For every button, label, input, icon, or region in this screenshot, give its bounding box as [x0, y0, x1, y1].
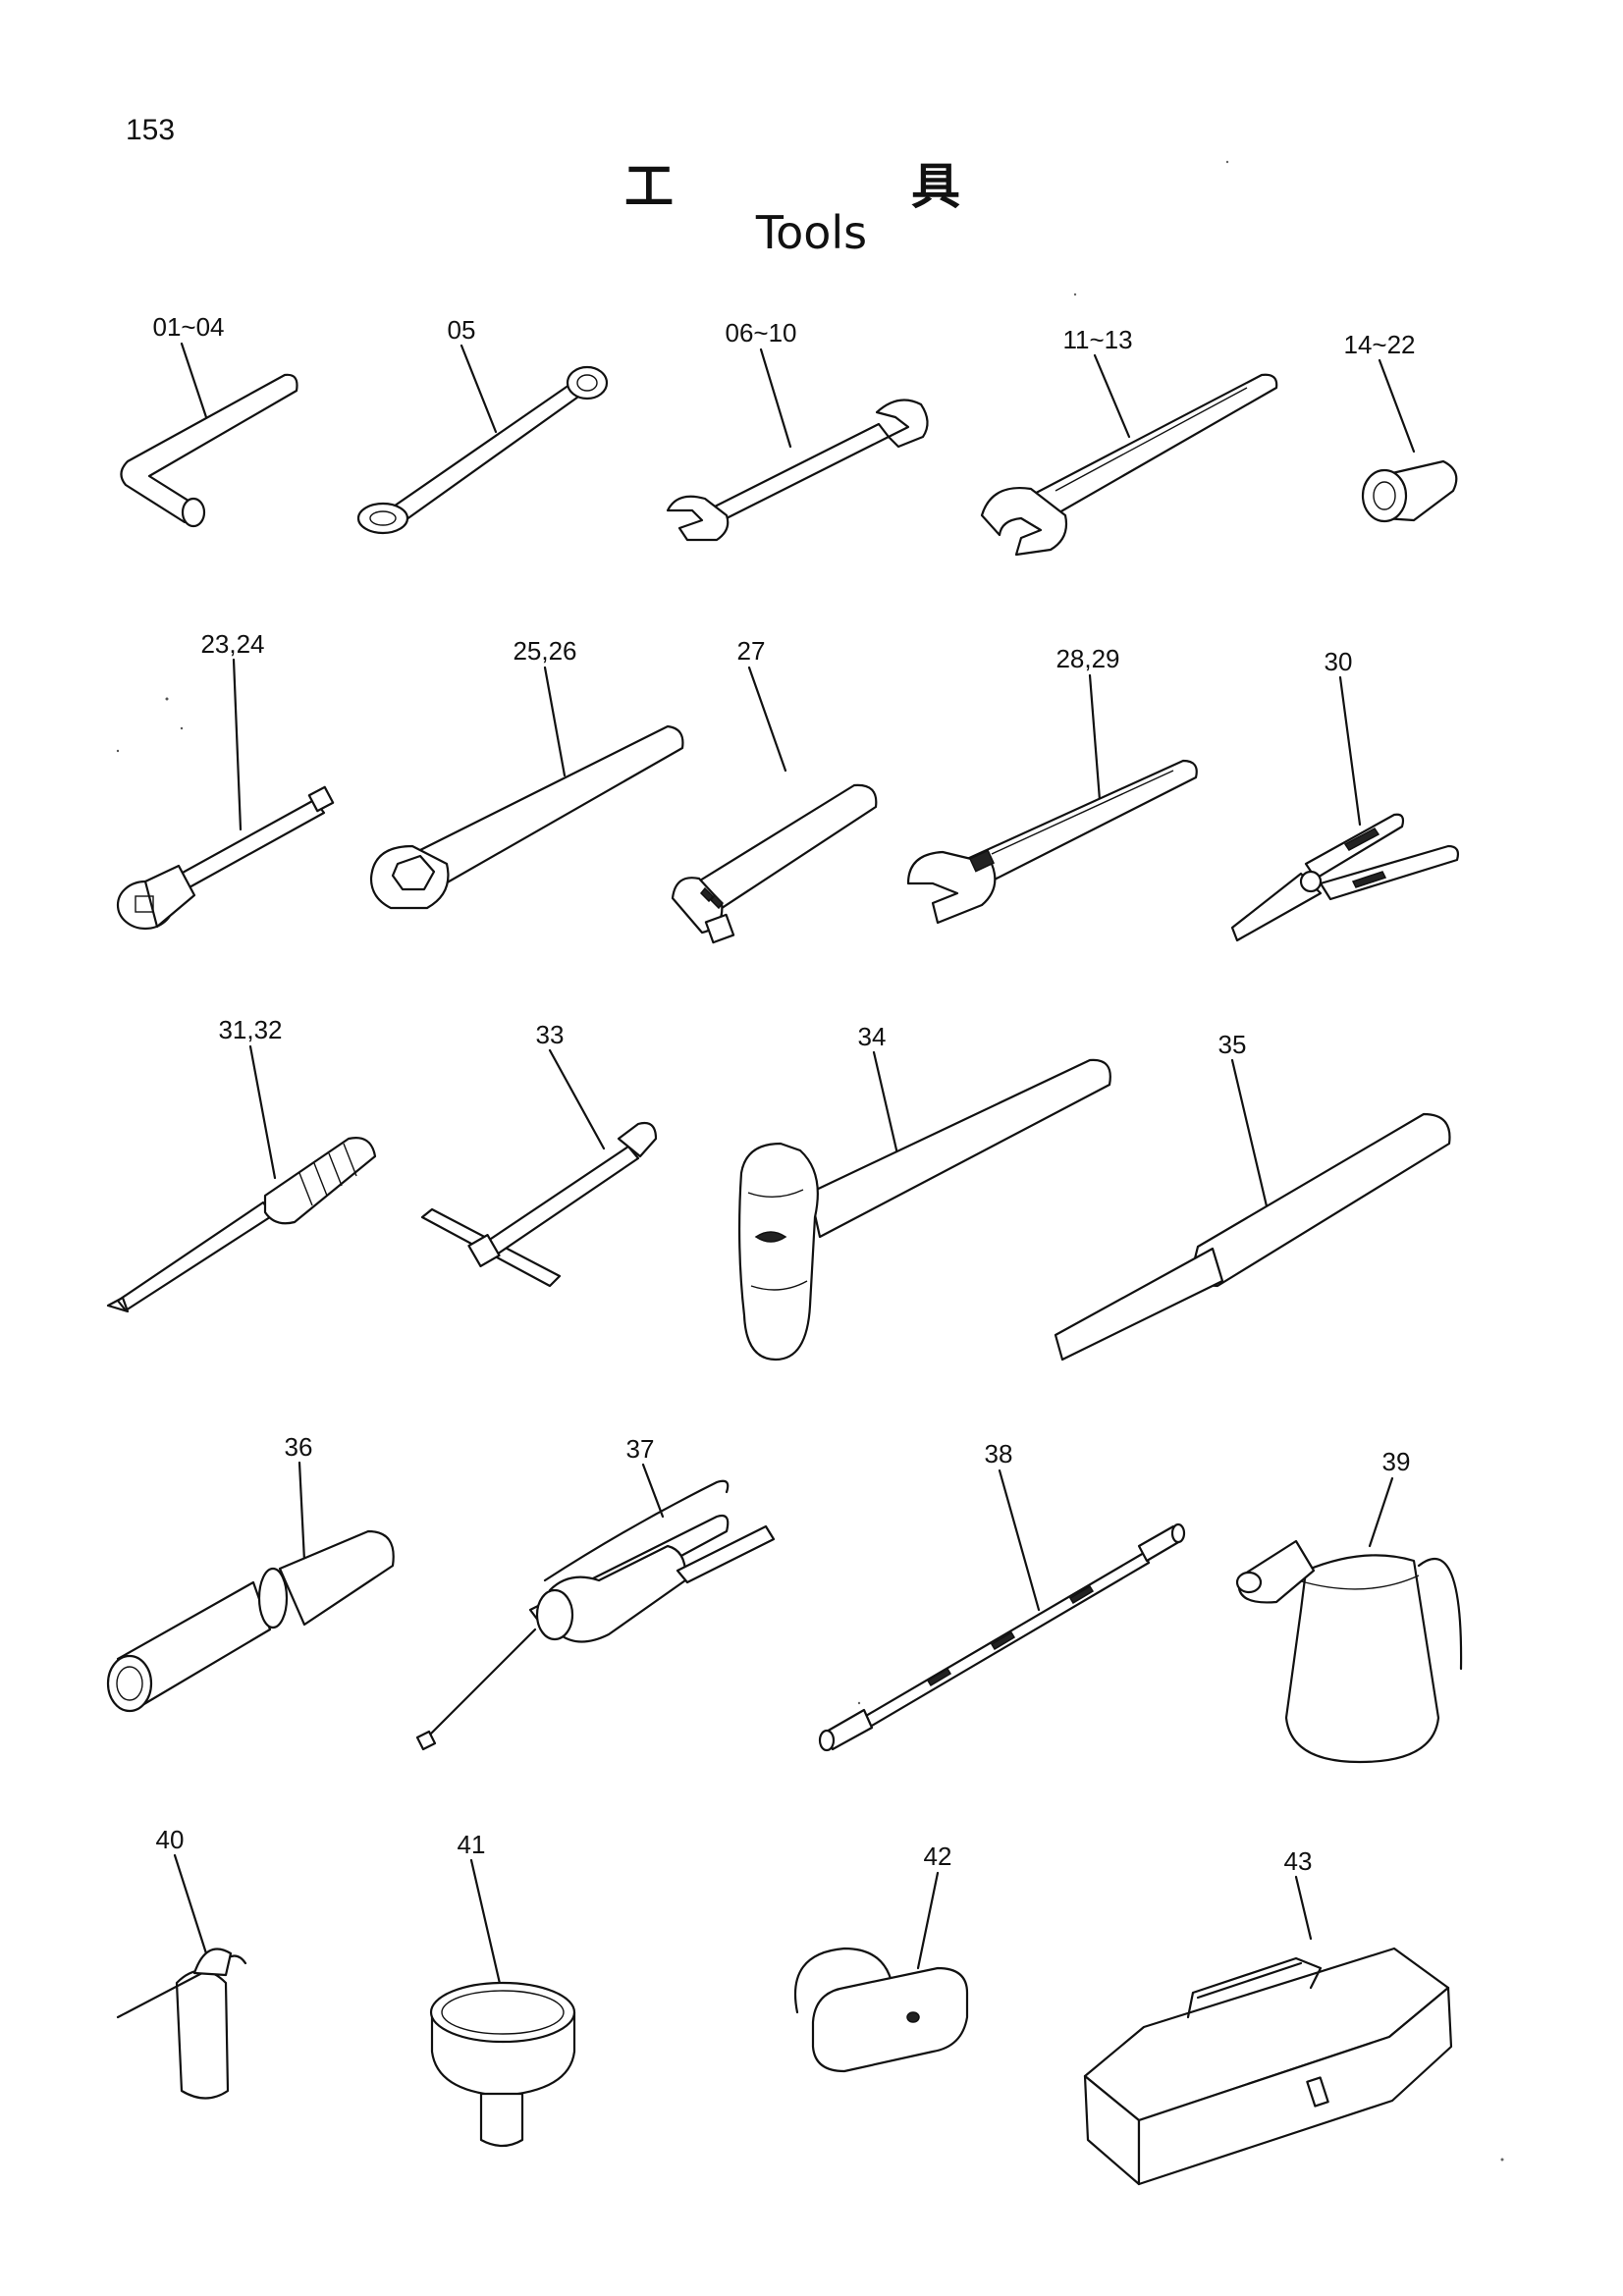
item-label: 43 — [1284, 1846, 1313, 1876]
chisel-icon: 35 — [1054, 1030, 1451, 1362]
item-label: 25,26 — [513, 636, 576, 666]
scan-noise — [116, 160, 1504, 2162]
grease-hose-icon: 38 — [818, 1439, 1186, 1752]
ball-peen-hammer-icon: 34 — [737, 1022, 1111, 1362]
item-label: 28,29 — [1055, 644, 1119, 673]
item-label: 37 — [626, 1434, 655, 1464]
grease-gun-icon: 37 — [415, 1434, 776, 1751]
item-label: 14~22 — [1343, 330, 1415, 359]
adjustable-wrench-icon: 28,29 — [906, 644, 1198, 925]
title-jp-char-2: 具 — [911, 158, 960, 215]
item-label: 39 — [1382, 1447, 1411, 1476]
item-label: 23,24 — [200, 629, 264, 659]
item-label: 30 — [1325, 647, 1353, 676]
item-label: 40 — [156, 1825, 185, 1854]
extension-bar-icon: 23,24 — [116, 629, 335, 931]
item-label: 38 — [985, 1439, 1013, 1468]
title-english: Tools — [755, 206, 868, 259]
title-jp-char-1: 工 — [624, 158, 674, 215]
item-label: 42 — [924, 1842, 952, 1871]
item-label: 36 — [285, 1432, 313, 1462]
page-number: 153 — [126, 114, 176, 146]
item-label: 06~10 — [725, 318, 796, 347]
box-end-wrench-icon: 05 — [356, 315, 609, 535]
socket-icon: 14~22 — [1343, 330, 1458, 523]
ratchet-handle-icon: 25,26 — [369, 636, 684, 910]
item-label: 05 — [448, 315, 476, 345]
item-label: 31,32 — [218, 1015, 282, 1044]
oil-can-icon: 39 — [1235, 1447, 1463, 1764]
funnel-icon: 41 — [429, 1830, 576, 2148]
hex-key-icon: 01~04 — [120, 312, 298, 528]
title-japanese: 工 具 — [0, 147, 1623, 215]
large-open-wrench-icon: 11~13 — [980, 325, 1278, 557]
pliers-icon: 30 — [1230, 647, 1460, 942]
socket-handle-icon: 27 — [671, 636, 878, 944]
tool-box-icon: 43 — [1083, 1846, 1453, 2186]
t-handle-wrench-icon: 33 — [420, 1020, 658, 1288]
item-label: 11~13 — [1062, 325, 1132, 354]
padlock-icon: 42 — [793, 1842, 969, 2073]
pipe-extension-icon: 36 — [106, 1432, 395, 1713]
oiler-icon: 40 — [116, 1825, 247, 2100]
screwdriver-icon: 31,32 — [106, 1015, 377, 1313]
item-label: 34 — [858, 1022, 887, 1051]
item-label: 33 — [536, 1020, 565, 1049]
item-label: 01~04 — [152, 312, 224, 342]
open-end-wrench-icon: 06~10 — [666, 318, 929, 542]
item-label: 41 — [458, 1830, 486, 1859]
item-label: 27 — [737, 636, 766, 666]
item-label: 35 — [1218, 1030, 1247, 1059]
